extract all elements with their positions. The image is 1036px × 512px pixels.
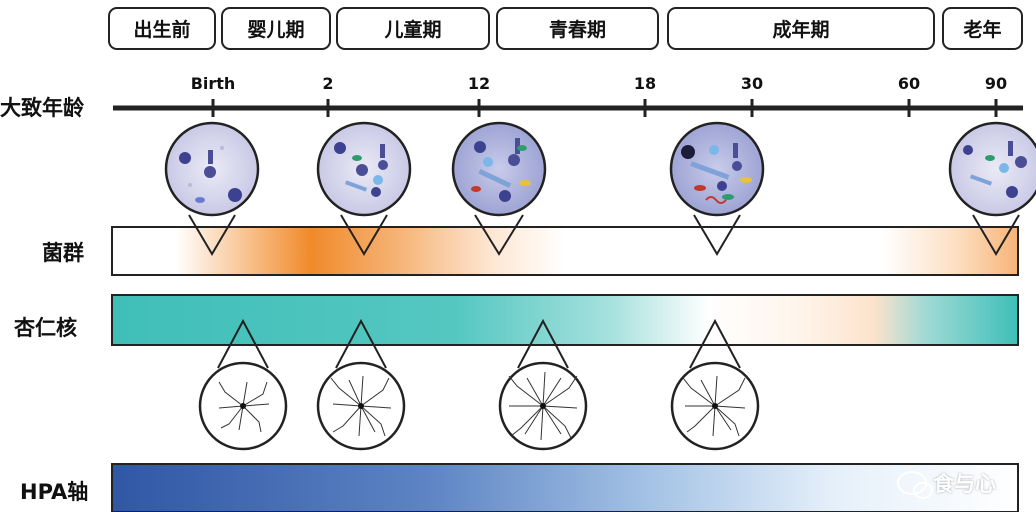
tick-90: 90	[984, 74, 1008, 93]
chat-bubbles-icon	[897, 471, 933, 499]
stage-infancy: 婴儿期	[221, 7, 331, 50]
neuron-magnifier-3	[498, 318, 588, 451]
stage-adulthood: 成年期	[667, 7, 935, 50]
tick-birth: Birth	[190, 74, 236, 93]
microbiota-magnifier-30	[669, 121, 765, 256]
hpa-bar	[111, 463, 1019, 512]
row-label-hpa: HPA轴	[20, 480, 89, 504]
tick-60: 60	[897, 74, 921, 93]
neuron-magnifier-2	[316, 318, 406, 451]
microbiota-magnifier-12	[451, 121, 547, 256]
neuron-magnifier-1	[198, 318, 288, 451]
axis-label: 大致年龄	[0, 96, 84, 120]
tick-12: 12	[467, 74, 491, 93]
microbiota-magnifier-2	[316, 121, 412, 256]
microbiota-bar	[111, 226, 1019, 276]
stage-prenatal: 出生前	[108, 7, 216, 50]
tick-2: 2	[322, 74, 334, 93]
microbiota-magnifier-90	[948, 121, 1036, 256]
stage-childhood: 儿童期	[336, 7, 490, 50]
tick-30: 30	[740, 74, 764, 93]
watermark-text: 食与心	[933, 472, 996, 496]
neuron-magnifier-4	[670, 318, 760, 451]
tick-18: 18	[633, 74, 657, 93]
microbiota-magnifier-birth	[164, 121, 260, 256]
row-label-microbiota: 菌群	[42, 241, 84, 265]
stage-old-age: 老年	[942, 7, 1023, 50]
age-axis	[113, 99, 1023, 117]
watermark: 食与心	[897, 468, 996, 499]
amygdala-bar	[111, 294, 1019, 346]
row-label-amygdala: 杏仁核	[14, 316, 77, 340]
stage-adolescence: 青春期	[496, 7, 659, 50]
